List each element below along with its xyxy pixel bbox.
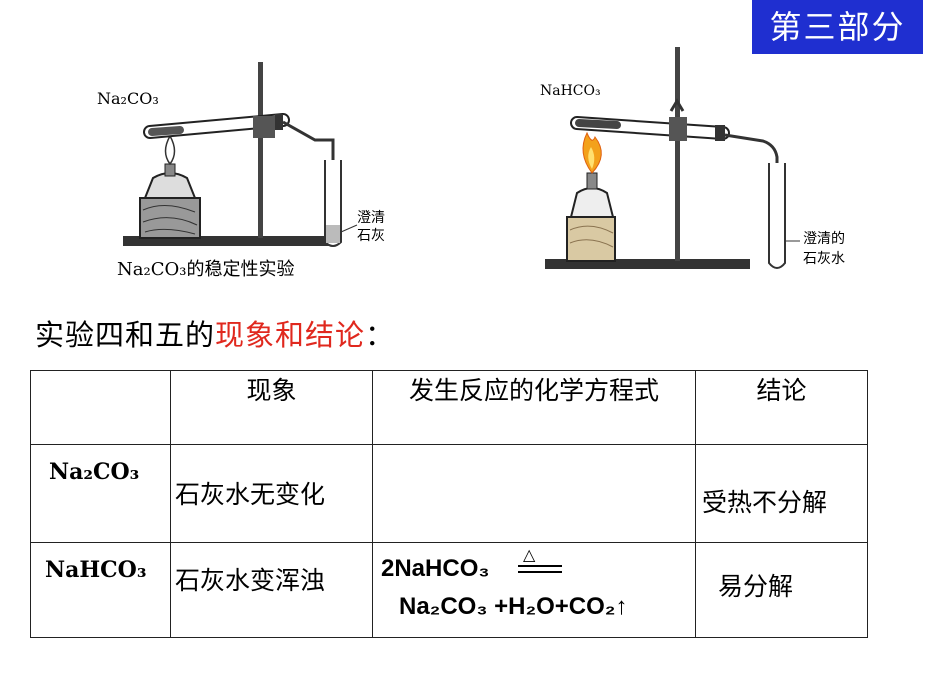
equals-line-top: [518, 565, 562, 567]
fig1-clamp: [253, 116, 275, 138]
heading-suffix: ：: [365, 318, 396, 352]
section-badge: 第三部分: [752, 0, 923, 54]
phenomenon-text: 石灰水变浑浊: [175, 566, 326, 595]
conclusion-cell: 受热不分解: [695, 444, 868, 543]
fig2-stand-rod: [675, 47, 680, 261]
equation-line2: Na₂CO₃ +H₂O+CO₂↑: [399, 593, 628, 620]
equation-cell: [372, 444, 696, 543]
conclusion-text: 受热不分解: [702, 488, 828, 517]
phenomenon-cell: 石灰水变浑浊: [170, 542, 373, 638]
equation-line1: 2NaHCO₃: [381, 555, 490, 582]
fig2-wood-block: [566, 216, 616, 262]
fig1-receiving-tube: [324, 160, 342, 247]
fig1-water-label-2: 石灰水: [357, 228, 385, 244]
fig1-caption: Na₂CO₃的稳定性实验: [117, 259, 294, 280]
substance-cell: NaHCO₃: [30, 542, 171, 638]
equals-line-bottom: [518, 571, 562, 573]
fig2-water-label-1: 澄清的: [803, 231, 845, 247]
table-header-row: 现象 发生反应的化学方程式 结论: [30, 370, 868, 445]
heading-highlight: 现象和结论: [215, 318, 366, 352]
header-cell-phenomenon: 现象: [170, 370, 373, 445]
fig2-clamp: [669, 117, 687, 141]
fig1-stand-base: [123, 236, 333, 246]
table-row: NaHCO₃ 石灰水变浑浊 2NaHCO₃ △ Na₂CO₃ +H₂O+CO₂↑…: [30, 542, 868, 638]
fig2-reagent-label: NaHCO₃: [540, 83, 601, 99]
header-cell-conclusion: 结论: [695, 370, 868, 445]
substance-nahco3: NaHCO₃: [45, 557, 147, 583]
fig2-delivery-tube: [724, 133, 779, 257]
substance-na2co3: Na₂CO₃: [49, 459, 140, 485]
phenomenon-cell: 石灰水无变化: [170, 444, 373, 543]
fig2-receiving-tube: [768, 163, 786, 269]
equation-cell: 2NaHCO₃ △ Na₂CO₃ +H₂O+CO₂↑: [372, 542, 696, 638]
conclusion-text: 易分解: [718, 572, 794, 601]
header-cell-equation: 发生反应的化学方程式: [372, 370, 696, 445]
fig1-water-label-1: 澄清的: [357, 210, 385, 226]
section-heading: 实验四和五的现象和结论：: [35, 312, 395, 354]
table-row: Na₂CO₃ 石灰水无变化 受热不分解: [30, 444, 868, 543]
substance-cell: Na₂CO₃: [30, 444, 171, 543]
fig1-flame: [164, 134, 176, 166]
results-table: 现象 发生反应的化学方程式 结论 Na₂CO₃ 石灰水无变化 受热不分解 NaH…: [30, 370, 868, 638]
fig1-alcohol-lamp: [143, 172, 197, 199]
fig2-alcohol-lamp: [569, 187, 615, 218]
heading-prefix: 实验四和五的: [35, 318, 216, 352]
fig2-water-label-2: 石灰水: [803, 251, 845, 267]
phenomenon-text: 石灰水无变化: [175, 480, 326, 509]
fig1-reagent-label: Na₂CO₃: [97, 89, 159, 108]
nahco3-apparatus-figure: NaHCO₃ 澄清的 石灰水: [540, 47, 845, 269]
na2co3-apparatus-figure: Na₂CO₃ 澄清的 石灰水 Na₂CO₃的稳定性实验: [97, 62, 385, 280]
heat-symbol: △: [523, 545, 536, 564]
fig2-stand-base: [545, 259, 750, 269]
conclusion-cell: 易分解: [695, 542, 868, 638]
fig1-stand-rod: [258, 62, 263, 238]
header-cell-empty: [30, 370, 171, 445]
